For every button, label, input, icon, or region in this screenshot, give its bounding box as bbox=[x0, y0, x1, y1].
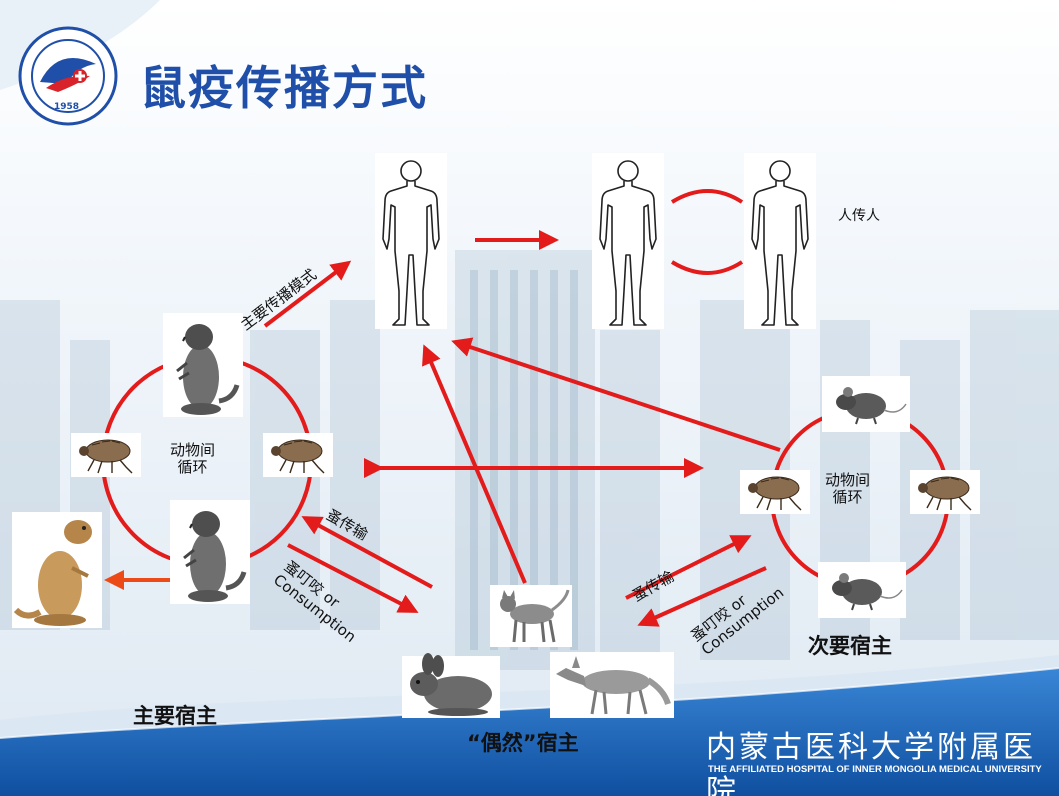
human-to-human-arc bbox=[670, 189, 744, 204]
coyote-icon bbox=[550, 652, 674, 718]
hospital-logo-icon bbox=[18, 26, 118, 126]
flea-icon bbox=[262, 432, 334, 478]
logo-year: 1958 bbox=[54, 102, 80, 112]
label-human-to-human: 人传人 bbox=[838, 208, 880, 224]
footer-hospital-name: 内蒙古医科大学附属医院 bbox=[706, 730, 1036, 796]
human-figure-icon bbox=[591, 152, 665, 330]
flea-icon bbox=[739, 469, 811, 515]
arrow-flea-transmit-left bbox=[301, 516, 433, 589]
mouse-icon bbox=[817, 561, 907, 619]
rabbit-icon bbox=[402, 653, 500, 718]
arrow-flea-transmit-right bbox=[625, 535, 752, 600]
label-animal-cycle-left: 动物间 循环 bbox=[170, 441, 216, 476]
page-title: 鼠疫传播方式 bbox=[140, 61, 428, 115]
ground-squirrel-icon bbox=[12, 512, 102, 628]
cat-icon bbox=[490, 585, 572, 647]
human-figure-icon bbox=[374, 152, 448, 330]
label-secondary-host: 次要宿主 bbox=[808, 634, 892, 658]
arrow-secondary-to-human bbox=[451, 337, 781, 452]
label-animal-cycle-right: 动物间 循环 bbox=[825, 471, 871, 506]
mouse-icon bbox=[821, 375, 911, 433]
arrow-cat-to-human bbox=[422, 344, 527, 584]
footer-hospital-name-en: THE AFFILIATED HOSPITAL OF INNER MONGOLI… bbox=[708, 764, 1042, 775]
human-figure-icon bbox=[743, 152, 817, 330]
arrow-flea-bite-left bbox=[287, 543, 419, 613]
label-primary-host: 主要宿主 bbox=[133, 704, 217, 728]
arrow-main-mode bbox=[263, 260, 352, 328]
flea-icon bbox=[70, 432, 142, 478]
prairie-dog-icon bbox=[170, 500, 250, 604]
label-incidental-host: “偶然”宿主 bbox=[467, 731, 579, 755]
arrow-flea-bite-right bbox=[637, 566, 767, 627]
human-to-human-arc bbox=[670, 260, 744, 275]
prairie-dog-icon bbox=[163, 313, 243, 417]
flea-icon bbox=[909, 469, 981, 515]
